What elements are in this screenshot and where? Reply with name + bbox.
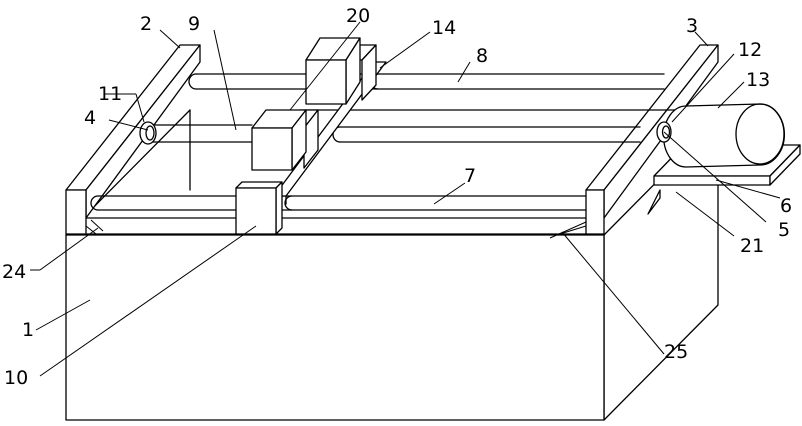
label-21: 21 — [740, 235, 764, 257]
label-13: 13 — [746, 69, 770, 91]
label-4: 4 — [84, 107, 96, 129]
label-12: 12 — [738, 39, 762, 61]
guide-rod-8 — [188, 73, 665, 90]
label-5: 5 — [778, 219, 790, 241]
label-6: 6 — [780, 195, 792, 217]
label-9: 9 — [188, 13, 200, 35]
label-7: 7 — [464, 165, 476, 187]
box-body — [65, 109, 719, 421]
middle-rods — [299, 109, 681, 143]
label-11: 11 — [98, 83, 122, 105]
frame-rails — [85, 217, 589, 235]
leader-lines — [30, 21, 781, 377]
label-25: 25 — [664, 341, 688, 363]
carriage-middle — [251, 109, 319, 171]
bearing-left — [139, 121, 157, 145]
motor-assembly — [647, 103, 801, 215]
block-10 — [235, 181, 283, 235]
label-2: 2 — [140, 13, 152, 35]
label-14: 14 — [432, 17, 456, 39]
guide-rod-7 — [90, 195, 587, 211]
label-1: 1 — [22, 319, 34, 341]
left-end-frame — [65, 44, 201, 235]
label-24: 24 — [2, 261, 26, 283]
label-10: 10 — [4, 367, 28, 389]
label-20: 20 — [346, 5, 370, 27]
label-8: 8 — [476, 45, 488, 67]
label-3: 3 — [686, 15, 698, 37]
carriage-20 — [305, 37, 377, 105]
part-labels: 2 9 20 14 8 3 12 13 11 4 7 6 5 21 24 1 1… — [2, 5, 792, 389]
